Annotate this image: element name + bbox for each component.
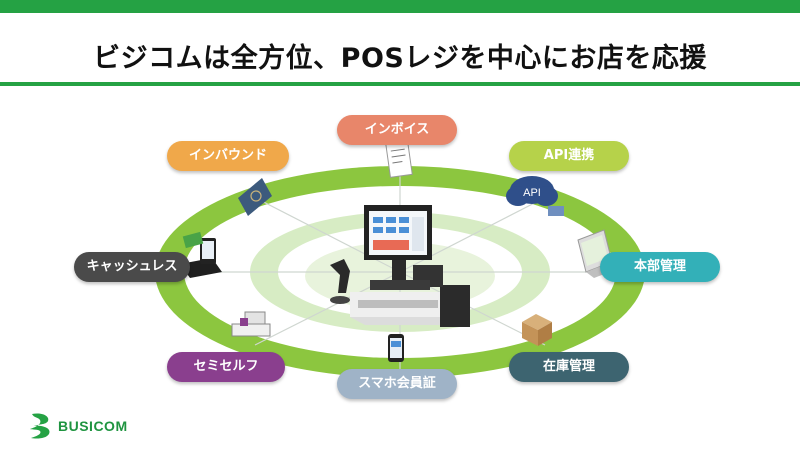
pill-api: API連携	[509, 141, 629, 171]
pill-inventory-label: 在庫管理	[542, 359, 595, 374]
api-cloud-illustration: API	[506, 176, 564, 216]
invoice-document-illustration	[385, 140, 413, 178]
pill-inventory: 在庫管理	[509, 352, 629, 382]
top-accent-bar	[0, 0, 800, 13]
pill-membership-label: スマホ会員証	[358, 376, 436, 391]
pill-cashless: キャッシュレス	[74, 252, 190, 282]
pos-center-diagram: API	[155, 140, 645, 378]
pill-invoice: インボイス	[337, 115, 457, 145]
busicom-logo-icon	[30, 413, 50, 439]
pill-headquarters-label: 本部管理	[633, 259, 686, 274]
pill-membership: スマホ会員証	[337, 369, 457, 399]
cardboard-box-illustration	[522, 314, 552, 346]
pill-semi-self-label: セミセルフ	[193, 359, 259, 374]
pill-inbound: インバウンド	[167, 141, 289, 171]
pos-terminal-illustration	[330, 205, 470, 327]
page-title: ビジコムは全方位、POSレジを中心にお店を応援	[93, 43, 707, 74]
title-underline	[0, 82, 800, 86]
passport-illustration	[238, 178, 272, 216]
pill-inbound-label: インバウンド	[188, 148, 267, 163]
smartphone-illustration	[388, 334, 404, 362]
cashless-terminal-illustration	[180, 231, 222, 278]
busicom-logo-text: BUSICOM	[58, 418, 128, 434]
pill-semi-self: セミセルフ	[167, 352, 285, 382]
pill-api-label: API連携	[543, 148, 595, 163]
pill-headquarters: 本部管理	[600, 252, 720, 282]
semi-self-kiosk-illustration	[231, 311, 271, 337]
pill-invoice-label: インボイス	[364, 122, 430, 137]
api-cloud-label: API	[523, 187, 541, 199]
pill-cashless-label: キャッシュレス	[86, 259, 178, 274]
